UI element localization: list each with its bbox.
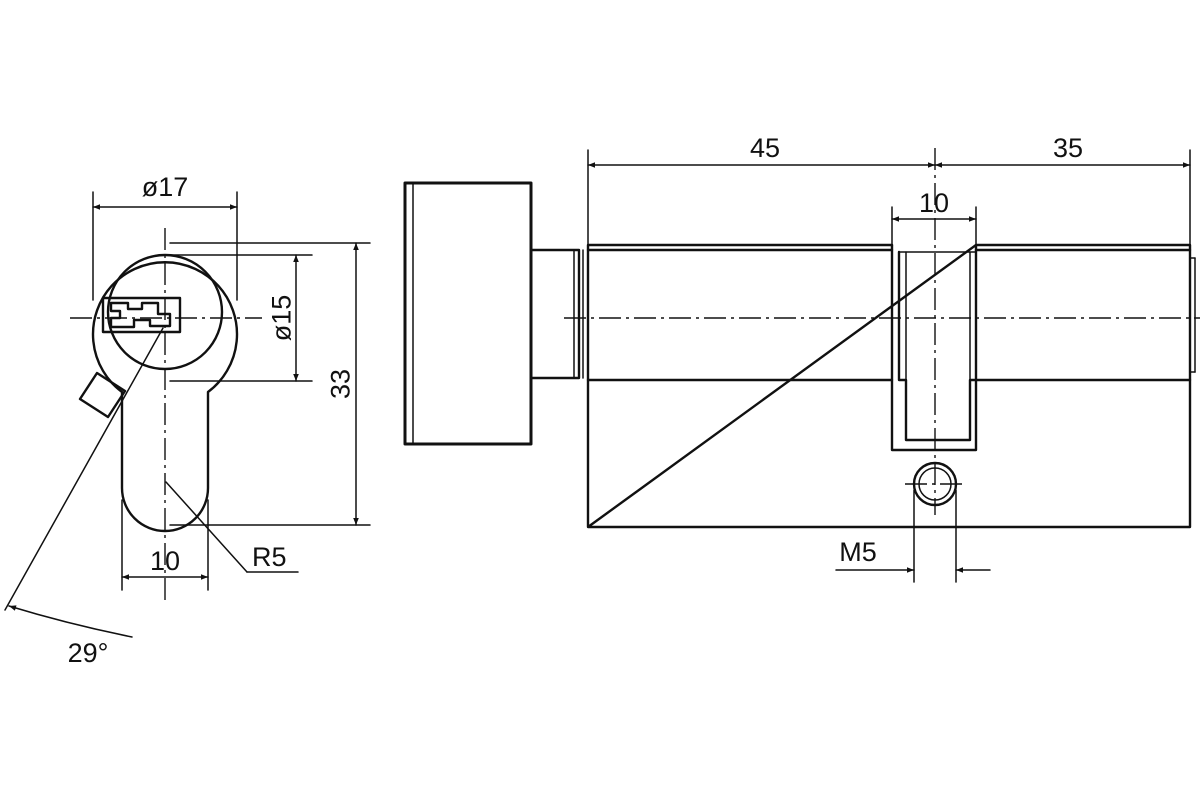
- radius-leader-line: [165, 481, 248, 573]
- front-profile-outline: [91, 261, 239, 533]
- dim-diameter-inner: ø15: [266, 295, 296, 342]
- knob-neck: [529, 248, 581, 380]
- dim-diameter-outer: ø17: [142, 172, 189, 202]
- angle-leader-line: [4, 327, 164, 611]
- thumb-turn-knob: [403, 181, 533, 446]
- angle-arc: [8, 605, 133, 638]
- front-view: ø17 ø15 33 10 R5 29°: [4, 172, 371, 668]
- dim-cam-width-side: 10: [919, 188, 949, 218]
- cam-inner: [897, 250, 978, 442]
- dim-screw-thread: M5: [839, 537, 877, 567]
- cam-slot: [890, 243, 978, 452]
- dim-cam-width-front: 10: [150, 546, 180, 576]
- cam-lever: [78, 371, 127, 419]
- dim-length-left: 45: [750, 133, 780, 163]
- keyway-icon: [101, 296, 182, 334]
- side-view: 45 35 10 M5: [403, 133, 1200, 583]
- dim-radius: R5: [252, 542, 287, 572]
- dim-angle: 29°: [68, 638, 109, 668]
- dim-height-total: 33: [325, 369, 355, 399]
- dim-length-right: 35: [1053, 133, 1083, 163]
- cylinder-body: [586, 243, 1192, 529]
